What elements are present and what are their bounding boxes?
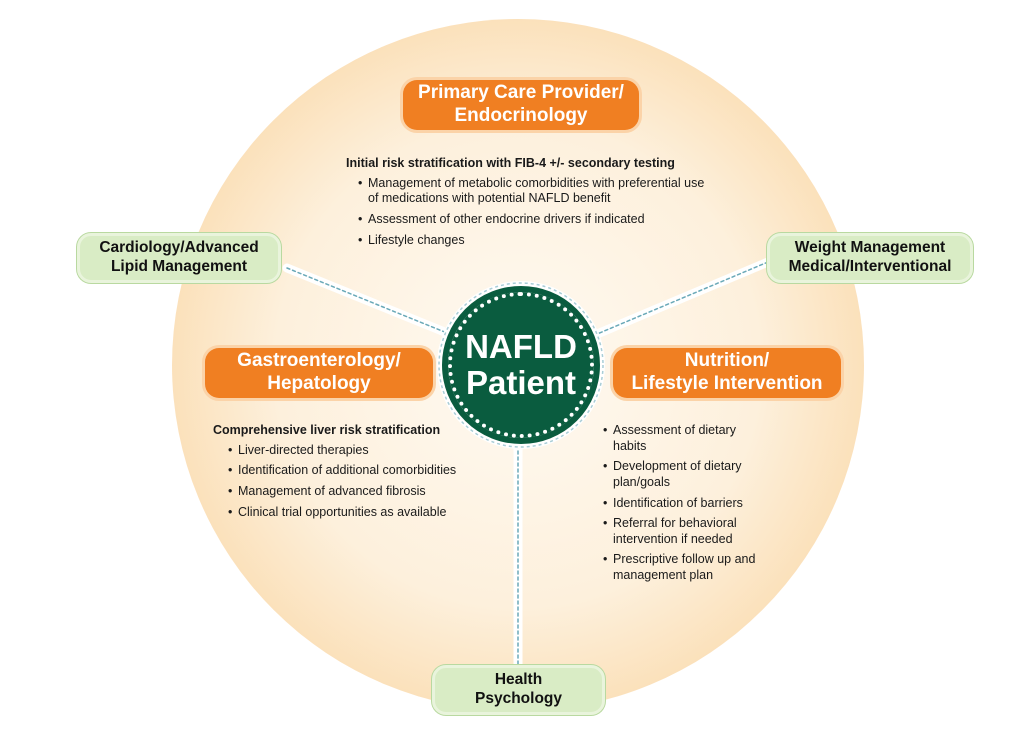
list-item: Liver-directed therapies [228, 443, 473, 459]
list-item: Management of metabolic comorbidities wi… [358, 176, 706, 207]
list-item: Development of dietary plan/goals [603, 459, 768, 490]
health-psychology-box: Health Psychology [432, 665, 605, 715]
list-item: Referral for behavioral intervention if … [603, 516, 768, 547]
gastro-title-line2: Hepatology [267, 373, 371, 394]
nutrition-text: Assessment of dietary habits Development… [603, 423, 768, 589]
primary-care-text: Initial risk stratification with FIB-4 +… [346, 156, 706, 253]
center-node: NAFLD Patient [442, 286, 600, 444]
weight-line2: Medical/Interventional [788, 258, 952, 275]
gastro-text: Comprehensive liver risk stratification … [213, 423, 473, 525]
list-item: Prescriptive follow up and management pl… [603, 552, 768, 583]
gastro-box: Gastroenterology/ Hepatology [205, 348, 433, 398]
primary-care-heading: Initial risk stratification with FIB-4 +… [346, 156, 675, 170]
gastro-title-line1: Gastroenterology/ [237, 350, 401, 372]
weight-management-box: Weight Management Medical/Interventional [767, 233, 973, 283]
connector-weight [585, 257, 773, 342]
nutrition-title-line1: Nutrition/ [684, 350, 770, 372]
weight-line1: Weight Management [794, 239, 946, 257]
cardiology-line1: Cardiology/Advanced [99, 239, 259, 257]
connector-cardiology [282, 263, 457, 340]
list-item: Lifestyle changes [358, 233, 706, 249]
psychology-line2: Psychology [475, 690, 562, 707]
primary-care-title-line2: Endocrinology [454, 105, 588, 126]
gastro-heading: Comprehensive liver risk stratification [213, 423, 441, 437]
list-item: Identification of barriers [603, 496, 768, 512]
primary-care-box: Primary Care Provider/ Endocrinology [403, 80, 639, 130]
center-halo-ring [438, 282, 604, 448]
nutrition-title-line2: Lifestyle Intervention [631, 373, 823, 394]
nutrition-box: Nutrition/ Lifestyle Intervention [613, 348, 841, 398]
list-item: Assessment of other endocrine drivers if… [358, 212, 706, 228]
center-line1: NAFLD [465, 327, 577, 365]
cardiology-line2: Lipid Management [110, 258, 248, 275]
list-item: Clinical trial opportunities as availabl… [228, 505, 473, 521]
list-item: Identification of additional comorbiditi… [228, 463, 473, 479]
psychology-line1: Health [494, 671, 543, 689]
center-line2: Patient [465, 364, 577, 401]
list-item: Management of advanced fibrosis [228, 484, 473, 500]
list-item: Assessment of dietary habits [603, 423, 768, 454]
primary-care-title-line1: Primary Care Provider/ [418, 82, 624, 104]
cardiology-box: Cardiology/Advanced Lipid Management [77, 233, 281, 283]
